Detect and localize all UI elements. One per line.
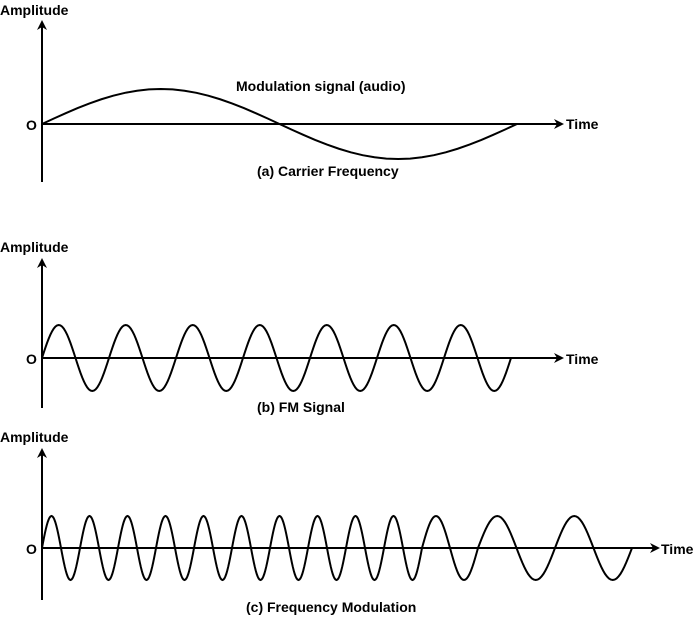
y-axis-label: Amplitude	[0, 429, 69, 445]
x-axis-label: Time	[566, 351, 599, 367]
x-axis-label: Time	[566, 116, 599, 132]
caption: (b) FM Signal	[257, 399, 345, 415]
origin-label: O	[26, 117, 37, 133]
x-axis-label: Time	[661, 541, 694, 557]
signal-label: Modulation signal (audio)	[236, 78, 406, 94]
origin-label: O	[26, 351, 37, 367]
fm-signal-wave	[41, 323, 512, 393]
origin-label: O	[26, 541, 37, 557]
y-axis-label: Amplitude	[0, 239, 69, 255]
frequency-modulated-wave	[41, 514, 633, 582]
caption: (c) Frequency Modulation	[246, 599, 416, 615]
caption: (a) Carrier Frequency	[257, 163, 399, 179]
panel-a: Amplitude O Time Modulation signal (audi…	[0, 2, 599, 182]
panel-c: Amplitude O Time (c) Frequency Modulatio…	[0, 429, 694, 615]
panel-b: Amplitude O Time (b) FM Signal	[0, 239, 599, 415]
y-axis-label: Amplitude	[0, 2, 69, 18]
modulation-wave	[41, 87, 518, 161]
